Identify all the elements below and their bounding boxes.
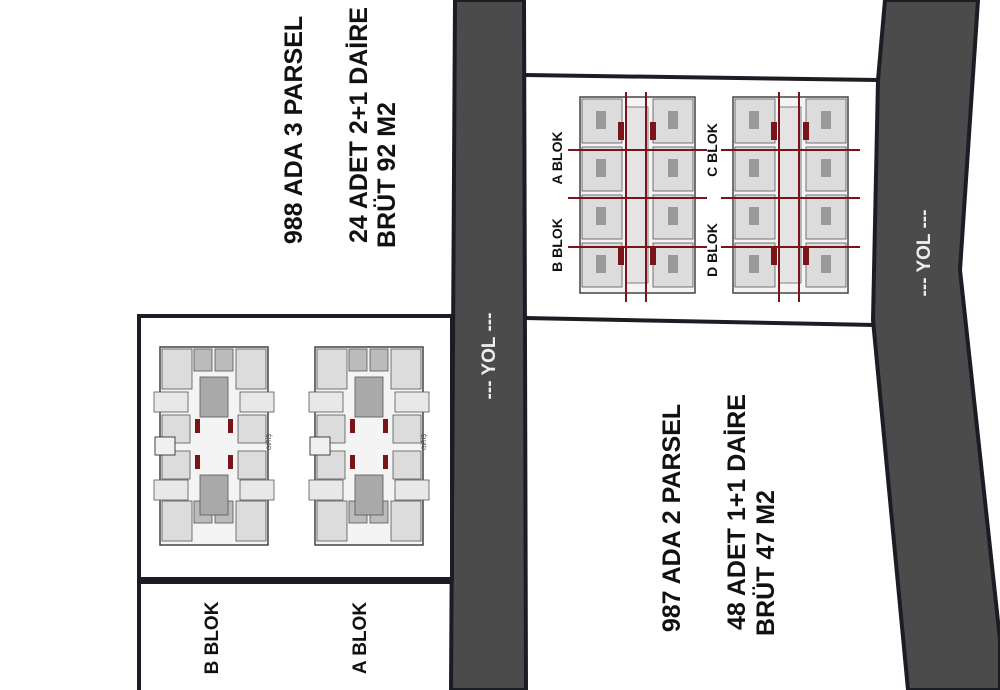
entrance-label-2: GİRİŞ <box>421 434 428 450</box>
elevator-marker <box>803 247 809 265</box>
elevator-marker <box>195 455 200 469</box>
a-blok-label: A BLOK <box>350 602 371 674</box>
room <box>390 500 422 542</box>
furniture <box>749 159 759 177</box>
room <box>316 500 348 542</box>
elevator-marker <box>350 455 355 469</box>
core <box>199 376 229 418</box>
furniture <box>749 255 759 273</box>
parcel-units-987: 48 ADET 1+1 DAİRE <box>723 394 751 630</box>
core <box>199 474 229 516</box>
room <box>581 194 623 240</box>
b-blok-label: B BLOK <box>202 601 223 674</box>
room <box>237 414 267 444</box>
room <box>237 450 267 480</box>
room <box>394 479 430 501</box>
right-c-blok-label: C BLOK <box>704 123 720 177</box>
furniture <box>821 159 831 177</box>
furniture <box>668 111 678 129</box>
room <box>153 479 189 501</box>
furniture <box>668 255 678 273</box>
room <box>161 348 193 390</box>
room <box>161 450 191 480</box>
parcel-title-988: 988 ADA 3 PARSEL <box>280 16 308 244</box>
furniture <box>821 111 831 129</box>
corridor <box>625 106 649 284</box>
elevator-marker <box>771 122 777 140</box>
elevator-marker <box>650 122 656 140</box>
furniture <box>668 159 678 177</box>
core <box>354 474 384 516</box>
parcel-area-987: BRÜT 47 M2 <box>751 490 780 636</box>
elevator-marker <box>383 419 388 433</box>
room <box>239 479 275 501</box>
furniture <box>596 207 606 225</box>
right-a-blok-label: A BLOK <box>549 131 565 184</box>
room <box>235 500 267 542</box>
corridor <box>778 106 802 284</box>
core <box>354 376 384 418</box>
stair <box>154 436 176 456</box>
furniture <box>821 255 831 273</box>
parcel-border-top-right <box>524 73 879 82</box>
parcel-border-mid-right <box>524 316 876 327</box>
room <box>153 391 189 413</box>
elevator-marker <box>618 247 624 265</box>
elevator-marker <box>803 122 809 140</box>
room <box>316 450 346 480</box>
room <box>392 414 422 444</box>
room <box>394 391 430 413</box>
room <box>316 348 348 390</box>
furniture <box>821 207 831 225</box>
room <box>308 391 344 413</box>
furniture <box>749 207 759 225</box>
parcel-title-987: 987 ADA 2 PARSEL <box>658 404 686 632</box>
room <box>392 450 422 480</box>
elevator-marker <box>650 247 656 265</box>
furniture <box>596 159 606 177</box>
parcel-area-988: BRÜT 92 M2 <box>372 102 401 248</box>
parcel-units-988: 24 ADET 2+1 DAİRE <box>345 7 373 243</box>
room <box>214 348 234 372</box>
stair <box>309 436 331 456</box>
furniture <box>596 255 606 273</box>
room <box>369 348 389 372</box>
bottom-strip-border <box>137 580 452 690</box>
road-label-right: --- YOL --- <box>914 210 935 297</box>
furniture <box>596 111 606 129</box>
right-d-blok-label: D BLOK <box>704 223 720 277</box>
room <box>308 479 344 501</box>
elevator-marker <box>228 455 233 469</box>
elevator-marker <box>383 455 388 469</box>
furniture <box>668 207 678 225</box>
right-b-blok-label: B BLOK <box>549 218 565 272</box>
room <box>348 348 368 372</box>
elevator-marker <box>618 122 624 140</box>
room <box>193 348 213 372</box>
elevator-marker <box>350 419 355 433</box>
furniture <box>749 111 759 129</box>
room <box>235 348 267 390</box>
elevator-marker <box>195 419 200 433</box>
room <box>239 391 275 413</box>
right-road <box>870 0 1000 690</box>
room <box>161 500 193 542</box>
elevator-marker <box>228 419 233 433</box>
road-label-center: --- YOL --- <box>479 313 500 400</box>
room <box>390 348 422 390</box>
entrance-label-1: GİRİŞ <box>266 434 273 450</box>
elevator-marker <box>771 247 777 265</box>
